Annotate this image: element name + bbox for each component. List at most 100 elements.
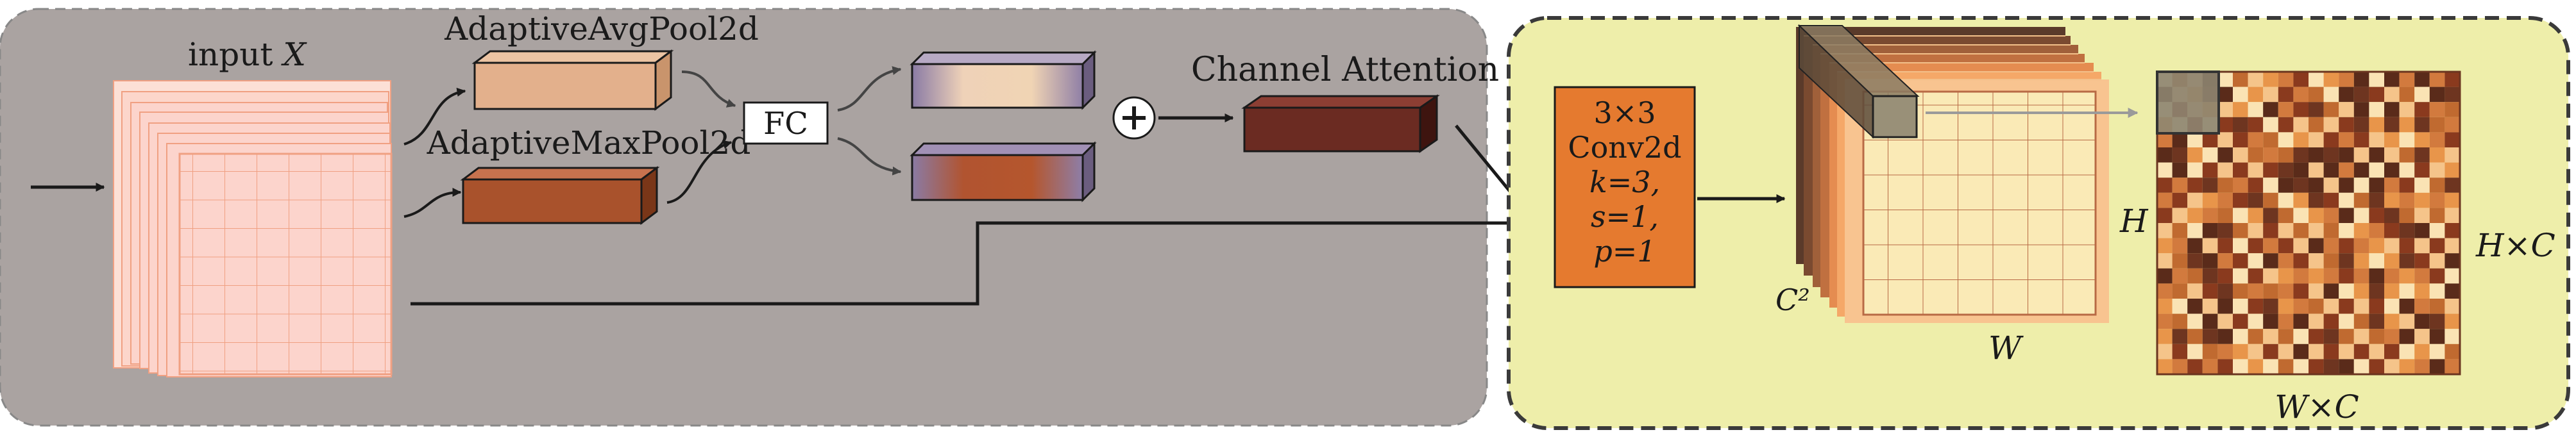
reshaped-map-cell xyxy=(2248,162,2264,178)
reshaped-map-cell xyxy=(2445,162,2460,178)
reshaped-map-cell xyxy=(2233,162,2248,178)
reshaped-map-cell xyxy=(2263,223,2278,238)
reshaped-map-cell xyxy=(2353,117,2369,133)
reshaped-map-cell xyxy=(2353,268,2369,284)
reshaped-map-cell xyxy=(2293,238,2309,254)
reshaped-map-cell xyxy=(2323,238,2339,254)
reshaped-map-cell xyxy=(2339,132,2354,147)
reshaped-map-cell xyxy=(2263,299,2278,314)
reshaped-map-cell xyxy=(2323,162,2339,178)
reshaped-map-cell xyxy=(2217,329,2233,344)
reshaped-map-cell xyxy=(2293,344,2309,360)
reshaped-map-cell xyxy=(2157,299,2173,314)
reshaped-map-cell xyxy=(2384,223,2400,238)
reshaped-map-cell xyxy=(2263,253,2278,269)
reshaped-map-cell xyxy=(2202,313,2218,329)
reshaped-map-cell xyxy=(2323,359,2339,374)
reshaped-map-cell xyxy=(2202,329,2218,344)
reshaped-map-cell xyxy=(2445,72,2460,87)
reshaped-map-cell xyxy=(2353,132,2369,147)
reshaped-map-cell xyxy=(2187,329,2203,344)
reshaped-map-cell xyxy=(2429,223,2445,238)
reshaped-map-cell xyxy=(2445,344,2460,360)
reshaped-map-cell xyxy=(2278,102,2294,117)
reshaped-map-cell xyxy=(2445,238,2460,254)
reshaped-map-cell xyxy=(2414,162,2430,178)
reshaped-map-cell xyxy=(2339,283,2354,299)
reshaped-map-cell xyxy=(2202,253,2218,269)
reshaped-map-cell xyxy=(2278,208,2294,223)
reshaped-map-cell xyxy=(2233,72,2248,87)
reshaped-map-cell xyxy=(2353,359,2369,374)
reshaped-map-cell xyxy=(2384,344,2400,360)
reshaped-map-cell xyxy=(2248,117,2264,133)
reshaped-map-cell xyxy=(2278,299,2294,314)
reshaped-map-cell xyxy=(2384,162,2400,178)
cube-to-maxpool-arrow xyxy=(403,188,462,218)
reshaped-map-cell xyxy=(2157,178,2173,193)
reshaped-map-cell xyxy=(2323,147,2339,163)
reshaped-map-cell xyxy=(2157,162,2173,178)
reshaped-map-cell xyxy=(2353,192,2369,208)
reshaped-map-cell xyxy=(2369,208,2384,223)
reshaped-map-cell xyxy=(2339,238,2354,254)
reshaped-map-cell xyxy=(2248,344,2264,360)
reshaped-map-cell xyxy=(2445,329,2460,344)
reshaped-map-cell xyxy=(2233,102,2248,117)
reshaped-map-cell xyxy=(2445,132,2460,147)
reshaped-map-cell xyxy=(2353,299,2369,314)
reshaped-map-cell xyxy=(2369,178,2384,193)
reshaped-map-cell xyxy=(2202,162,2218,178)
reshaped-map-cell xyxy=(2233,192,2248,208)
reshaped-map-cell xyxy=(2309,102,2324,117)
reshaped-map-cell xyxy=(2248,192,2264,208)
reshaped-map-cell xyxy=(2369,268,2384,284)
reshaped-map-cell xyxy=(2429,283,2445,299)
reshaped-map-cell xyxy=(2263,178,2278,193)
reshaped-map-cell xyxy=(2187,344,2203,360)
reshaped-map-cell xyxy=(2323,344,2339,360)
reshaped-map-cell xyxy=(2339,359,2354,374)
reshaped-map-cell xyxy=(2202,223,2218,238)
reshaped-map-cell xyxy=(2278,238,2294,254)
reshaped-map-cell xyxy=(2217,132,2233,147)
reshaped-map-cell xyxy=(2384,253,2400,269)
channel-attention-block xyxy=(1241,94,1440,153)
reshaped-map-cell xyxy=(2293,147,2309,163)
reshaped-map-cell xyxy=(2233,223,2248,238)
input-label: input X xyxy=(188,36,307,73)
reshaped-map-cell xyxy=(2445,223,2460,238)
reshaped-map-cell xyxy=(2248,132,2264,147)
reshaped-map-cell xyxy=(2414,132,2430,147)
reshaped-map-cell xyxy=(2278,359,2294,374)
reshaped-map-cell xyxy=(2429,102,2445,117)
reshaped-map-cell xyxy=(2278,178,2294,193)
reshaped-map-cell xyxy=(2369,344,2384,360)
reshaped-map-cell xyxy=(2172,162,2188,178)
reshaped-map-cell xyxy=(2233,299,2248,314)
reshaped-map-cell xyxy=(2217,87,2233,103)
reshaped-map-cell xyxy=(2309,132,2324,147)
reshaped-map-cell xyxy=(2233,344,2248,360)
reshaped-map-cell xyxy=(2172,283,2188,299)
reshaped-highlight-cell xyxy=(2156,70,2220,135)
reshaped-map-cell xyxy=(2369,132,2384,147)
reshaped-map-cell xyxy=(2217,162,2233,178)
reshaped-map-cell xyxy=(2369,359,2384,374)
reshaped-map-cell xyxy=(2217,253,2233,269)
reshaped-map-cell xyxy=(2248,102,2264,117)
kernel-prism xyxy=(1797,24,1920,139)
reshaped-map-cell xyxy=(2157,344,2173,360)
reshaped-map-cell xyxy=(2187,192,2203,208)
reshaped-map-cell xyxy=(2293,87,2309,103)
reshaped-map-cell xyxy=(2323,132,2339,147)
reshaped-map-cell xyxy=(2429,178,2445,193)
reshaped-map-cell xyxy=(2445,268,2460,284)
reshaped-map-cell xyxy=(2309,117,2324,133)
reshaped-map-cell xyxy=(2384,72,2400,87)
reshaped-map-cell xyxy=(2339,192,2354,208)
reshaped-map-cell xyxy=(2323,283,2339,299)
reshaped-map-cell xyxy=(2384,313,2400,329)
reshaped-map-cell xyxy=(2339,87,2354,103)
channel-attention-label: Channel Attention xyxy=(1191,51,1499,89)
